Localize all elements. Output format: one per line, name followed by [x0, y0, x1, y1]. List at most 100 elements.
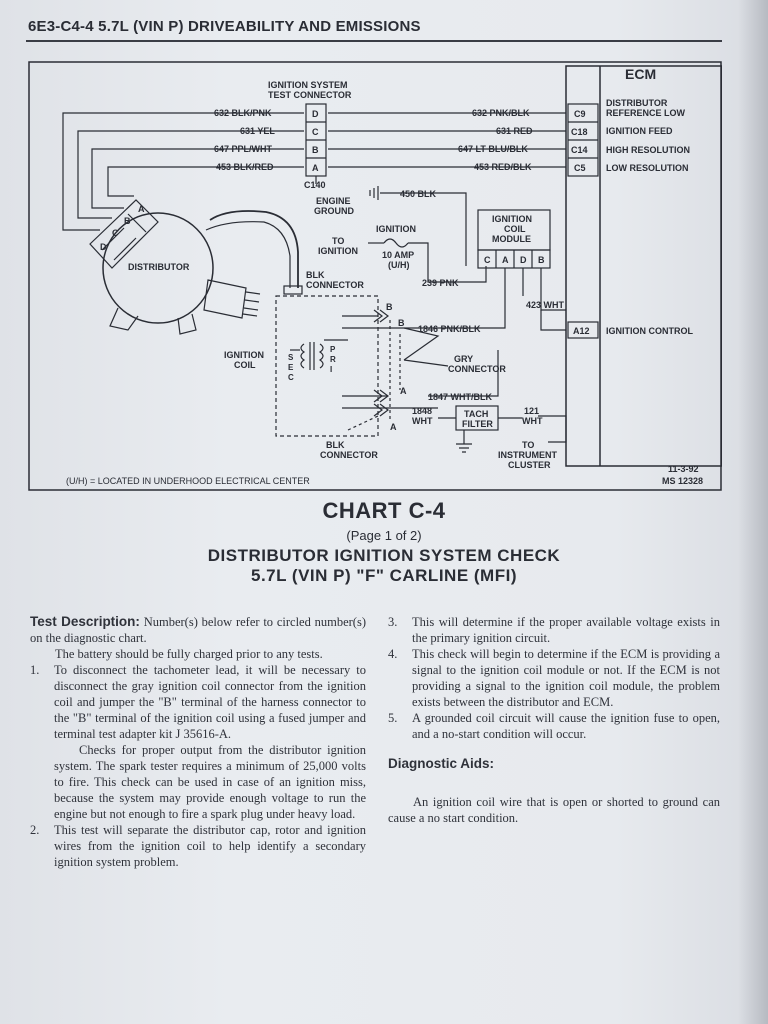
- module-label-3: MODULE: [492, 234, 531, 244]
- right-wire-453: 453 RED/BLK: [474, 162, 532, 172]
- wire-1846: 1846 PNK/BLK: [418, 324, 481, 334]
- ignition-coil-1: IGNITION: [224, 350, 264, 360]
- wire-1848-2: WHT: [412, 416, 433, 426]
- to-cluster-2: INSTRUMENT: [498, 450, 557, 460]
- wire-121-1: 121: [524, 406, 539, 416]
- list-item-number: 4.: [388, 647, 398, 661]
- ecm-func-ignition-feed: IGNITION FEED: [606, 126, 673, 136]
- wire-121-2: WHT: [522, 416, 543, 426]
- list-item-text: A grounded coil circuit will cause the i…: [412, 711, 720, 741]
- tach-filter-2: FILTER: [462, 419, 493, 429]
- ecm-func-ignition-control: IGNITION CONTROL: [606, 326, 693, 336]
- module-pin-b: B: [538, 255, 545, 265]
- ecm-pin-c14: C14: [571, 145, 588, 155]
- right-wire-632: 632 PNK/BLK: [472, 108, 530, 118]
- diagnostic-aids-text: An ignition coil wire that is open or sh…: [388, 795, 720, 825]
- list-item: 4. This check will begin to determine if…: [388, 646, 720, 710]
- module-pin-d: D: [520, 255, 527, 265]
- dist-pin-d: D: [100, 242, 107, 252]
- wire-1848-1: 1848: [412, 406, 432, 416]
- sec-s: S: [288, 353, 294, 362]
- test-description: Test Description: Number(s) below refer …: [30, 614, 366, 646]
- left-wire-647: 647 PPL/WHT: [214, 144, 273, 154]
- diagnostic-aids-heading: Diagnostic Aids:: [388, 756, 495, 771]
- coil-terminal-b-right: B: [398, 318, 405, 328]
- list-item-number: 1.: [30, 663, 40, 677]
- wiring-diagram-svg: ECM IGNITION SYSTEM TEST CONNECTOR D C B…: [28, 61, 723, 491]
- to-ignition-2: IGNITION: [318, 246, 358, 256]
- ecm-pin-c18: C18: [571, 127, 588, 137]
- module-label-1: IGNITION: [492, 214, 532, 224]
- ecm-func-distributor: DISTRIBUTOR: [606, 98, 668, 108]
- distributor-label: DISTRIBUTOR: [128, 262, 190, 272]
- engine-ground-label-1: ENGINE: [316, 196, 351, 206]
- diagram-footnote: (U/H) = LOCATED IN UNDERHOOD ELECTRICAL …: [66, 476, 310, 486]
- sec-e: E: [288, 363, 294, 372]
- dist-pin-b: B: [124, 216, 131, 226]
- ignition-coil-2: COIL: [234, 360, 256, 370]
- list-item-number: 3.: [388, 615, 398, 629]
- pri-p: P: [330, 345, 336, 354]
- ecm-func-low-resolution: LOW RESOLUTION: [606, 163, 689, 173]
- test-pin-d: D: [312, 109, 319, 119]
- connector-c140: C140: [304, 180, 326, 190]
- module-pin-c: C: [484, 255, 491, 265]
- chart-page-number: (Page 1 of 2): [346, 528, 422, 543]
- list-item: 2. This test will separate the distribut…: [30, 822, 366, 870]
- blk-connector-top-2: CONNECTOR: [306, 280, 364, 290]
- wire-423: 423 WHT: [526, 300, 565, 310]
- list-item: 3. This will determine if the proper ava…: [388, 614, 720, 646]
- left-column: Test Description: Number(s) below refer …: [30, 614, 366, 870]
- fuse-rating-1: 10 AMP: [382, 250, 414, 260]
- diagram-ms-number: MS 12328: [662, 476, 703, 486]
- list-item-text: This will determine if the proper availa…: [412, 615, 720, 645]
- ecm-label: ECM: [625, 66, 656, 82]
- ecm-pin-c9: C9: [574, 109, 586, 119]
- wire-239: 239 PNK: [422, 278, 459, 288]
- wire-1847: 1847 WHT/BLK: [428, 392, 493, 402]
- fuse-rating-2: (U/H): [388, 260, 410, 270]
- engine-ground-label-2: GROUND: [314, 206, 354, 216]
- coil-terminal-a-bottom: A: [390, 422, 397, 432]
- tach-filter-1: TACH: [464, 409, 488, 419]
- sec-c: C: [288, 373, 294, 382]
- test-pin-b: B: [312, 145, 319, 155]
- chart-subtitle-1: DISTRIBUTOR IGNITION SYSTEM CHECK: [207, 546, 561, 565]
- module-label-2: COIL: [504, 224, 526, 234]
- gry-connector-2: CONNECTOR: [448, 364, 506, 374]
- right-column: 3. This will determine if the proper ava…: [388, 614, 720, 826]
- list-item: 5. A grounded coil circuit will cause th…: [388, 710, 720, 742]
- page-spine-shadow: [738, 0, 768, 1024]
- header-rule: [26, 40, 722, 42]
- gry-connector-1: GRY: [454, 354, 473, 364]
- ignition-fuse-label: IGNITION: [376, 224, 416, 234]
- pri-r: R: [330, 355, 336, 364]
- ecm-func-reference-low: REFERENCE LOW: [606, 108, 686, 118]
- coil-terminal-a-mid: A: [400, 386, 407, 396]
- ecm-pin-a12: A12: [573, 326, 590, 336]
- chart-subtitle-2: 5.7L (VIN P) "F" CARLINE (MFI): [251, 566, 517, 585]
- test-pin-a: A: [312, 163, 319, 173]
- list-item-text: This check will begin to determine if th…: [412, 647, 720, 709]
- ecm-pin-c5: C5: [574, 163, 586, 173]
- list-item-text: To disconnect the tachometer lead, it wi…: [54, 663, 366, 741]
- right-wire-631: 631 RED: [496, 126, 533, 136]
- test-pin-c: C: [312, 127, 319, 137]
- left-wire-453: 453 BLK/RED: [216, 162, 274, 172]
- to-ignition-1: TO: [332, 236, 344, 246]
- page-header: 6E3-C4-4 5.7L (VIN P) DRIVEABILITY AND E…: [28, 18, 421, 35]
- ecm-func-high-resolution: HIGH RESOLUTION: [606, 145, 690, 155]
- module-pin-a: A: [502, 255, 509, 265]
- left-wire-632: 632 BLK/PNK: [214, 108, 272, 118]
- chart-title: CHART C-4: [322, 498, 446, 523]
- right-wire-647: 647 LT BLU/BLK: [458, 144, 528, 154]
- pri-i: I: [330, 365, 332, 374]
- coil-terminal-b-top: B: [386, 302, 393, 312]
- to-cluster-1: TO: [522, 440, 534, 450]
- list-item: 1. To disconnect the tachometer lead, it…: [30, 662, 366, 822]
- list-item-subpara: Checks for proper output from the distri…: [54, 743, 366, 821]
- list-item-text: This test will separate the distributor …: [54, 823, 366, 869]
- wiring-diagram: ECM IGNITION SYSTEM TEST CONNECTOR D C B…: [28, 60, 723, 492]
- diagram-date: 11-3-92: [668, 464, 699, 474]
